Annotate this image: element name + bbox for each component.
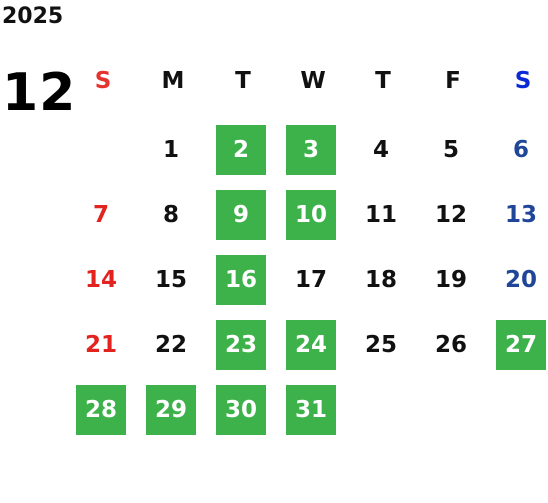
- day-cell-9: 9: [216, 190, 266, 240]
- day-cell-1: 1: [162, 137, 179, 163]
- day-cell-23: 23: [216, 320, 266, 370]
- year-label: 2025: [2, 4, 64, 29]
- weekday-header-sunday: S: [94, 68, 112, 94]
- day-cell-25: 25: [364, 332, 397, 358]
- weekday-header-thursday: T: [375, 68, 391, 94]
- day-cell-29: 29: [146, 385, 196, 435]
- day-cell-20: 20: [504, 267, 537, 293]
- weekday-header-wednesday: W: [300, 68, 326, 94]
- day-cell-17: 17: [294, 267, 327, 293]
- day-cell-12: 12: [434, 202, 467, 228]
- day-cell-28: 28: [76, 385, 126, 435]
- day-cell-31: 31: [286, 385, 336, 435]
- day-cell-7: 7: [92, 202, 109, 228]
- day-cell-3: 3: [286, 125, 336, 175]
- day-cell-11: 11: [364, 202, 397, 228]
- day-cell-13: 13: [504, 202, 537, 228]
- day-cell-18: 18: [364, 267, 397, 293]
- day-cell-15: 15: [154, 267, 187, 293]
- day-cell-2: 2: [216, 125, 266, 175]
- weekday-header-monday: M: [161, 68, 185, 94]
- day-cell-16: 16: [216, 255, 266, 305]
- weekday-header-saturday: S: [514, 68, 532, 94]
- day-cell-26: 26: [434, 332, 467, 358]
- weekday-header-friday: F: [445, 68, 461, 94]
- day-cell-4: 4: [372, 137, 389, 163]
- day-cell-24: 24: [286, 320, 336, 370]
- day-cell-30: 30: [216, 385, 266, 435]
- day-cell-21: 21: [84, 332, 117, 358]
- day-cell-22: 22: [154, 332, 187, 358]
- weekday-header-tuesday: T: [235, 68, 251, 94]
- day-cell-27: 27: [496, 320, 546, 370]
- day-cell-8: 8: [162, 202, 179, 228]
- day-cell-6: 6: [512, 137, 529, 163]
- month-number: 12: [2, 63, 77, 123]
- day-cell-19: 19: [434, 267, 467, 293]
- day-cell-5: 5: [442, 137, 459, 163]
- day-cell-10: 10: [286, 190, 336, 240]
- day-cell-14: 14: [84, 267, 117, 293]
